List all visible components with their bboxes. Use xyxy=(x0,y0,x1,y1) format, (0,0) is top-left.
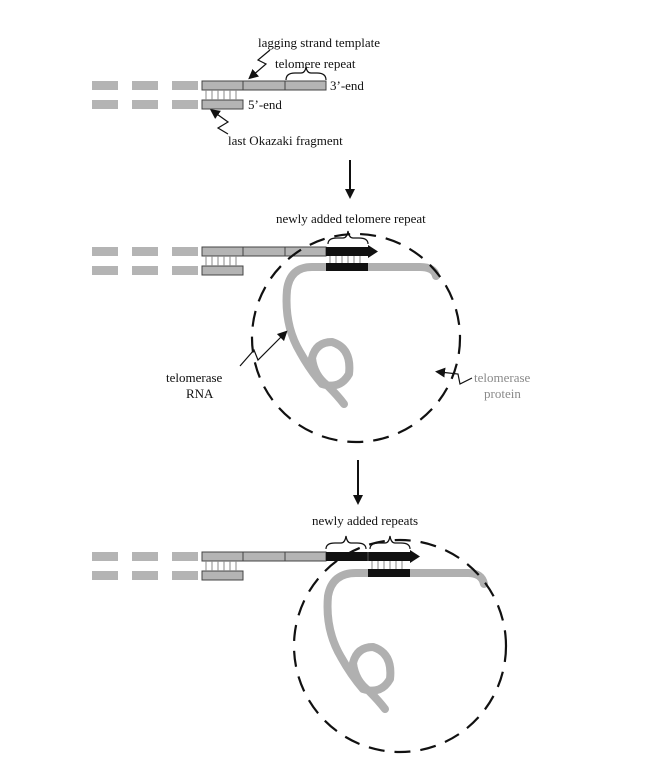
stage-1: lagging strand template telomere repeat … xyxy=(92,35,380,148)
okazaki-fragment xyxy=(201,99,244,110)
telomere-repeat-label: telomere repeat xyxy=(275,56,356,71)
telomerase-rna-label-line2: RNA xyxy=(186,386,214,401)
telomerase-rna xyxy=(282,263,440,408)
curly-brace-icon xyxy=(325,535,367,550)
lagging-strand-template xyxy=(201,80,327,91)
base-pair-rungs xyxy=(205,256,361,266)
new-telomere-repeat xyxy=(326,245,378,258)
duplex-dashes xyxy=(92,552,198,580)
rna-template-region xyxy=(326,263,368,271)
telomerase-protein xyxy=(250,232,462,444)
rna-template-region xyxy=(368,569,410,577)
telomerase-protein-label-line2: protein xyxy=(484,386,521,401)
okazaki-fragment-label: last Okazaki fragment xyxy=(228,133,343,148)
newly-added-telomere-repeat-label: newly added telomere repeat xyxy=(276,211,426,226)
base-pair-rungs xyxy=(205,90,237,100)
squiggle-pointer-icon xyxy=(239,330,288,367)
telomerase-rna-label-line1: telomerase xyxy=(166,370,223,385)
telomerase-protein-label-line1: telomerase xyxy=(474,370,531,385)
stage-3: newly added repeats xyxy=(92,513,508,754)
base-pair-rungs xyxy=(205,561,403,571)
lagging-strand-template-label: lagging strand template xyxy=(258,35,380,50)
okazaki-fragment xyxy=(201,265,244,276)
telomerase-rna xyxy=(323,569,488,713)
telomerase-protein xyxy=(292,538,508,754)
curly-brace-icon xyxy=(285,66,327,81)
duplex-dashes xyxy=(92,247,198,275)
lagging-strand-template xyxy=(201,246,327,257)
newly-added-repeats-label: newly added repeats xyxy=(312,513,418,528)
three-prime-end-label: 3’-end xyxy=(330,78,364,93)
new-telomere-repeats xyxy=(326,550,420,563)
okazaki-fragment xyxy=(201,570,244,581)
squiggle-pointer-icon xyxy=(209,109,230,135)
duplex-dashes xyxy=(92,81,198,109)
squiggle-pointer-icon xyxy=(435,367,473,385)
squiggle-pointer-icon xyxy=(248,49,271,80)
lagging-strand-template xyxy=(201,551,327,562)
stage-2: newly added telomere repeat xyxy=(92,211,531,444)
five-prime-end-label: 5’-end xyxy=(248,97,282,112)
curly-brace-icon xyxy=(327,230,369,245)
